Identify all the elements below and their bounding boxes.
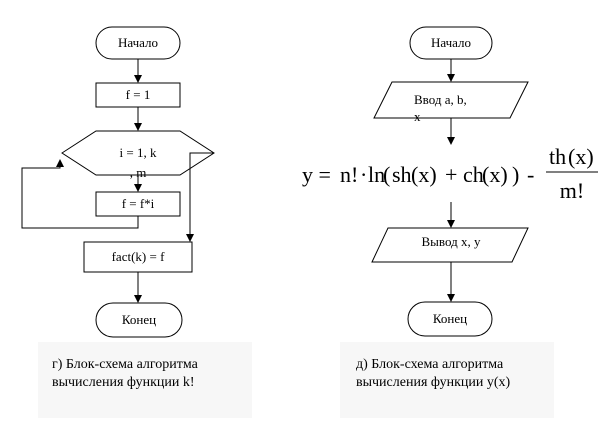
- left-end-label: Конец: [122, 312, 156, 327]
- right-end-terminator: [407, 301, 493, 337]
- right-end-label: Конец: [433, 311, 467, 326]
- left-end-terminator: [95, 302, 183, 338]
- right-output-label: Вывод x, y: [422, 234, 481, 249]
- formula-minus: -: [527, 162, 534, 187]
- left-caption-line2: вычисления функции k!: [52, 375, 195, 390]
- caption-background-left: [38, 342, 252, 418]
- flowchart-factorial: [21, 26, 215, 338]
- right-caption-line1: д) Блок-схема алгоритма: [356, 357, 504, 372]
- right-caption-line2: вычисления функции y(x): [356, 375, 511, 390]
- left-init-label: f = 1: [126, 87, 151, 102]
- left-loop-back-path: [21, 159, 139, 229]
- formula-y-eq: y =: [302, 162, 331, 187]
- left-output-label: fact(k) = f: [112, 249, 165, 264]
- left-caption-line1: г) Блок-схема алгоритма: [52, 357, 199, 372]
- flowchart-function: [371, 26, 529, 337]
- formula-plus: +: [445, 162, 457, 187]
- left-start-label: Начало: [118, 35, 158, 50]
- formula-ch-arg: (x): [482, 162, 508, 187]
- formula-numerator-th: th: [549, 144, 566, 169]
- right-input-label-line1: Ввод a, b,: [414, 92, 467, 107]
- right-output-parallelogram: [371, 227, 529, 263]
- formula-sh: sh: [392, 162, 412, 187]
- right-input-label-line2: x: [414, 109, 421, 124]
- left-loop-label-line1: i = 1, k: [120, 145, 157, 160]
- right-input-parallelogram: [373, 81, 529, 119]
- formula-numerator-arg: (x): [568, 144, 594, 169]
- formula-sh-arg: (x): [411, 162, 437, 187]
- formula: y = n! · ln ( sh (x) + ch (x) ) - th (x)…: [302, 144, 598, 203]
- formula-denominator: m!: [560, 178, 584, 203]
- right-start-label: Начало: [431, 35, 471, 50]
- formula-factorial: n!: [340, 162, 358, 187]
- formula-dot: ·: [360, 162, 367, 187]
- left-init-process: [95, 82, 181, 108]
- formula-open-paren: (: [383, 162, 390, 187]
- formula-close-paren: ): [512, 162, 519, 187]
- left-body-label: f = f*i: [122, 196, 155, 211]
- formula-ln: ln: [368, 162, 385, 187]
- formula-ch: ch: [463, 162, 484, 187]
- caption-background-right: [340, 342, 554, 418]
- left-loop-exit-path: [189, 152, 214, 230]
- left-loop-label-line2: , m: [130, 165, 147, 180]
